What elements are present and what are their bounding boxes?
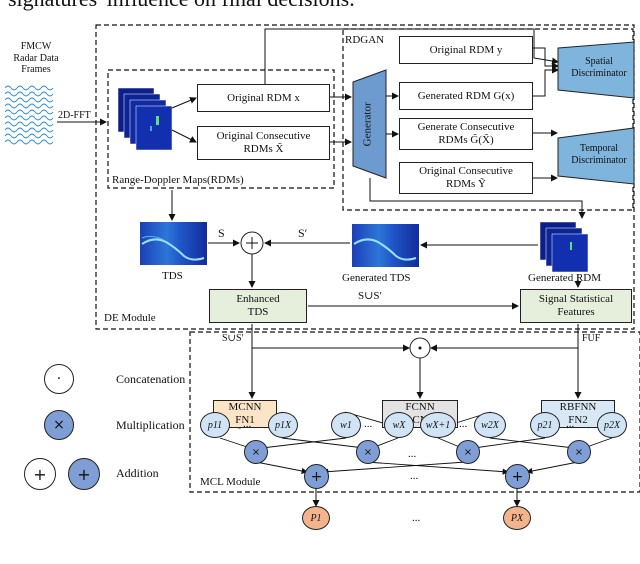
p21-circle: p21 — [530, 412, 560, 438]
s-union-label: S∪S′ — [358, 290, 382, 302]
dots-1: ... — [243, 418, 252, 430]
w2x-circle: w2X — [474, 412, 506, 438]
mcl-module-label: MCL Module — [200, 476, 261, 488]
legend-multiplication-label: Multiplication — [116, 418, 185, 432]
multiply-circle-3: × — [456, 440, 480, 464]
rdms-caption: Range-Doppler Maps(RDMs) — [112, 174, 244, 186]
generated-rdm-gx-box: Generated RDM G(x) — [399, 82, 533, 110]
generator-block — [352, 69, 387, 179]
legend-concat-icon: · — [44, 364, 74, 394]
fmcw-label: FMCW Radar Data Frames — [13, 41, 59, 75]
generator-label: Generator — [361, 102, 374, 147]
p1x-circle: p1X — [268, 412, 298, 438]
multiply-circle-1: × — [244, 440, 268, 464]
wx-circle: wX — [384, 412, 414, 438]
radar-waves — [4, 85, 54, 145]
generated-rdm-image — [539, 221, 589, 273]
rdms-frame — [107, 69, 335, 189]
dots-2: ... — [364, 418, 373, 430]
original-consecutive-rdms-x-box: Original Consecutive RDMs X̃ — [197, 126, 330, 160]
mcl-s-union-label: S∪S′ — [222, 333, 244, 344]
output-px-circle: PX — [503, 506, 531, 530]
dots-4: ... — [566, 418, 575, 430]
addition-circle-1: + — [304, 464, 329, 489]
mcl-module-frame — [189, 331, 640, 493]
w1-circle: w1 — [331, 412, 361, 438]
original-rdm-y-box: Original RDM y — [399, 36, 533, 64]
temporal-discriminator-label: Temporal Discriminator — [571, 143, 627, 166]
spatial-discriminator-label: Spatial Discriminator — [571, 56, 627, 79]
s-label: S — [218, 226, 225, 240]
wx1-circle: wX+1 — [420, 412, 456, 438]
rdm-stack-image — [117, 87, 173, 151]
dots-mid: ... — [408, 448, 417, 460]
multiply-circle-2: × — [356, 440, 380, 464]
p2x-circle: p2X — [597, 412, 627, 438]
legend-addition-label: Addition — [116, 466, 159, 480]
generated-tds-image — [352, 224, 419, 267]
top-caption-text: signatures' influence on final decisions… — [8, 0, 355, 11]
fft-label: 2D-FFT — [58, 110, 91, 121]
p11-circle: p11 — [200, 412, 230, 438]
tds-image — [140, 222, 207, 265]
generated-rdm-label: Generated RDM — [528, 272, 602, 284]
legend-concatenation-label: Concatenation — [116, 372, 186, 386]
generated-tds-label: Generated TDS — [342, 272, 411, 284]
addition-circle-2: + — [505, 464, 530, 489]
multiply-circle-4: × — [567, 440, 591, 464]
original-rdm-x-box: Original RDM x — [197, 84, 330, 112]
legend-addition-icon-blue: + — [68, 458, 100, 490]
output-p1-circle: P1 — [302, 506, 330, 530]
legend-multiplication-icon: × — [44, 410, 74, 440]
legend-addition-icon-plain: + — [24, 458, 56, 490]
temporal-discriminator-block — [557, 127, 635, 185]
de-module-label: DE Module — [104, 312, 156, 324]
rdgan-title: RDGAN — [345, 34, 385, 46]
dots-out: ... — [412, 512, 421, 524]
original-consecutive-rdms-y-box: Original Consecutive RDMs Ỹ — [399, 162, 533, 194]
s-prime-label: S′ — [298, 226, 308, 240]
signal-statistical-features-box: Signal Statistical Features — [520, 289, 632, 323]
fuf-label: FUF — [582, 333, 601, 344]
dots-3: ... — [459, 418, 468, 430]
tds-label: TDS — [162, 270, 183, 282]
spatial-discriminator-block — [557, 41, 635, 99]
enhanced-tds-box: Enhanced TDS — [209, 289, 307, 323]
generate-consecutive-rdms-box: Generate Consecutive RDMs G̃(X̃) — [399, 118, 533, 150]
dots-add: ... — [410, 470, 419, 482]
